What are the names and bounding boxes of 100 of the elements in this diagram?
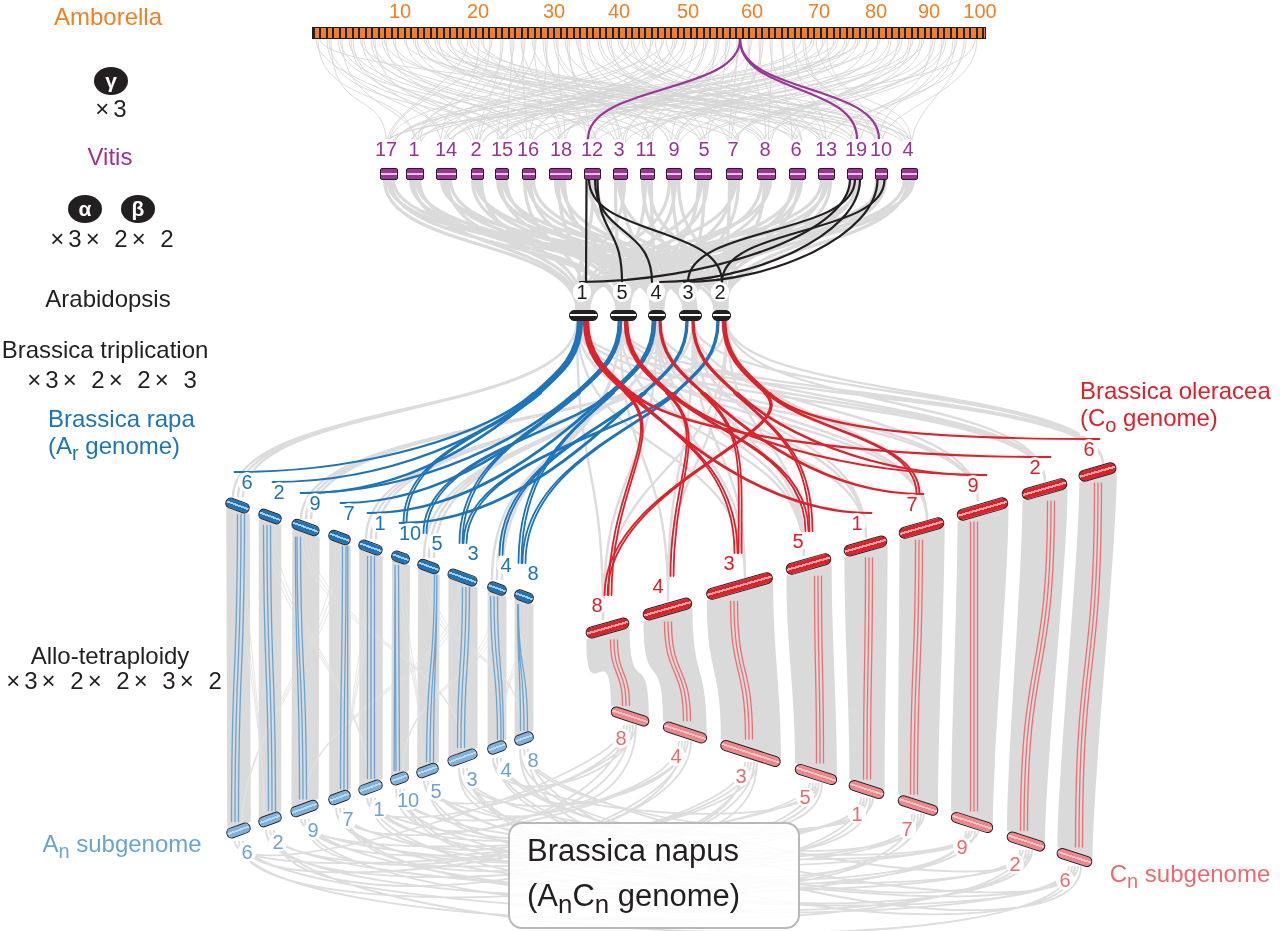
synteny-line (909, 539, 924, 795)
synteny-line (765, 392, 921, 495)
event-label: Brassica triplication (1, 336, 209, 364)
synteny-line (425, 574, 438, 763)
species-label: Vitis (87, 143, 133, 171)
chromosome-number: 9 (304, 820, 322, 840)
chromosome-number: 2 (269, 832, 287, 852)
synteny-line (669, 392, 988, 476)
synteny-line (607, 320, 657, 394)
chromosome-number: 1 (370, 799, 388, 819)
synteny-line (584, 178, 588, 284)
chromosome-number: 6 (238, 842, 256, 862)
synteny-line (498, 392, 647, 556)
chromosome-number: 10 (398, 523, 423, 543)
chromosome-number: 2 (1006, 854, 1024, 874)
synteny-line (700, 392, 743, 554)
subgenome-label: A$_{n}$ subgenome (42, 831, 202, 863)
species-label: Brassica rapa (A$_{r}$ genome) (48, 406, 196, 465)
synteny-line (233, 392, 536, 473)
polyploidy-event-marker: γ (94, 67, 128, 95)
chromosome-number: 9 (964, 475, 982, 495)
synteny-line (521, 392, 678, 564)
polyploidy-event-marker: α (68, 195, 102, 223)
synteny-line (366, 392, 611, 514)
chromosome-number: 4 (497, 760, 515, 780)
subgenome-label: C$_{n}$ subgenome (1109, 861, 1271, 893)
synteny-line (262, 524, 277, 812)
scaffold-number: 50 (676, 0, 700, 23)
polyploidy-event-marker: β (121, 195, 155, 223)
chromosome-number: 8 (612, 728, 630, 748)
synteny-line (532, 320, 584, 394)
chromosome-number: 3 (732, 766, 750, 786)
chromosome-number: 1 (848, 804, 866, 824)
scaffold-number: 90 (917, 0, 941, 23)
synteny-line (628, 392, 873, 514)
synteny-line (691, 320, 738, 394)
synteny-line (339, 545, 349, 790)
species-panel: Brassica napus (A$_{n}$C$_{n}$ genome) (508, 822, 800, 929)
synteny-line (456, 586, 471, 749)
synteny-line (667, 392, 810, 532)
chromosome-number: 5 (796, 787, 814, 807)
synteny-line (366, 555, 376, 780)
synteny-line (393, 564, 401, 772)
chromosome-number: 4 (667, 746, 685, 766)
synteny-line (603, 392, 773, 596)
synteny-line (398, 392, 645, 524)
synteny-line (462, 392, 676, 544)
scaffold-number: 20 (466, 0, 490, 23)
scaffold-number: 100 (963, 0, 997, 23)
synteny-line (813, 575, 825, 764)
synteny-line (596, 178, 624, 284)
ploidy-multiplier: ×3 (95, 95, 131, 123)
chromosome-number: 6 (1056, 870, 1074, 890)
ploidy-multiplier: ×3× 2× 2× 3 (27, 366, 201, 394)
synteny-line (735, 392, 984, 476)
synteny-line (721, 320, 771, 394)
event-label: Allo-tetraploidy (30, 642, 190, 670)
synteny-line (489, 595, 505, 741)
chromosome-number: 9 (953, 837, 971, 857)
synteny-line (767, 392, 1101, 440)
synteny-line (516, 603, 529, 732)
synteny-line (729, 600, 754, 740)
synteny-line (969, 521, 979, 812)
synteny-line (339, 392, 579, 504)
synteny-line (720, 178, 886, 284)
scaffold-number: 80 (864, 0, 888, 23)
synteny-line (402, 392, 542, 524)
ploidy-multiplier: ×3× 2× 2 (50, 225, 178, 253)
synteny-line (422, 392, 613, 534)
synteny-line (630, 392, 1052, 458)
synteny-line (1074, 482, 1103, 848)
synteny-line (1019, 500, 1056, 832)
synteny-line (702, 392, 925, 495)
chromosome-number: 4 (497, 555, 515, 575)
synteny-line (294, 536, 308, 800)
scaffold-number: 30 (542, 0, 566, 23)
synteny-line (658, 178, 862, 284)
scaffold-number: 40 (607, 0, 631, 23)
synteny-line (623, 320, 673, 394)
synteny-line (582, 320, 634, 394)
synteny-line (573, 320, 623, 394)
synteny-line (607, 392, 644, 596)
scaffold-number: 70 (807, 0, 831, 23)
synteny-line (658, 320, 705, 394)
chromosome-number: 5 (427, 781, 445, 801)
synteny-line (642, 320, 689, 394)
chromosome-number: 4 (649, 576, 667, 596)
chromosome-number: 7 (339, 809, 357, 829)
synteny-line (733, 392, 814, 532)
synteny-line (271, 392, 538, 483)
synteny-line (862, 557, 874, 780)
scaffold-number: 60 (740, 0, 764, 23)
chromosome-number: 7 (898, 819, 916, 839)
synteny-line (626, 392, 739, 554)
species-label: Arabidopsis (45, 285, 171, 313)
scaffold-bar (312, 27, 986, 39)
synteny-line (517, 392, 615, 564)
species-label: Amborella (54, 3, 162, 31)
chromosome-number: 10 (396, 790, 421, 810)
synteny-line (578, 178, 852, 284)
